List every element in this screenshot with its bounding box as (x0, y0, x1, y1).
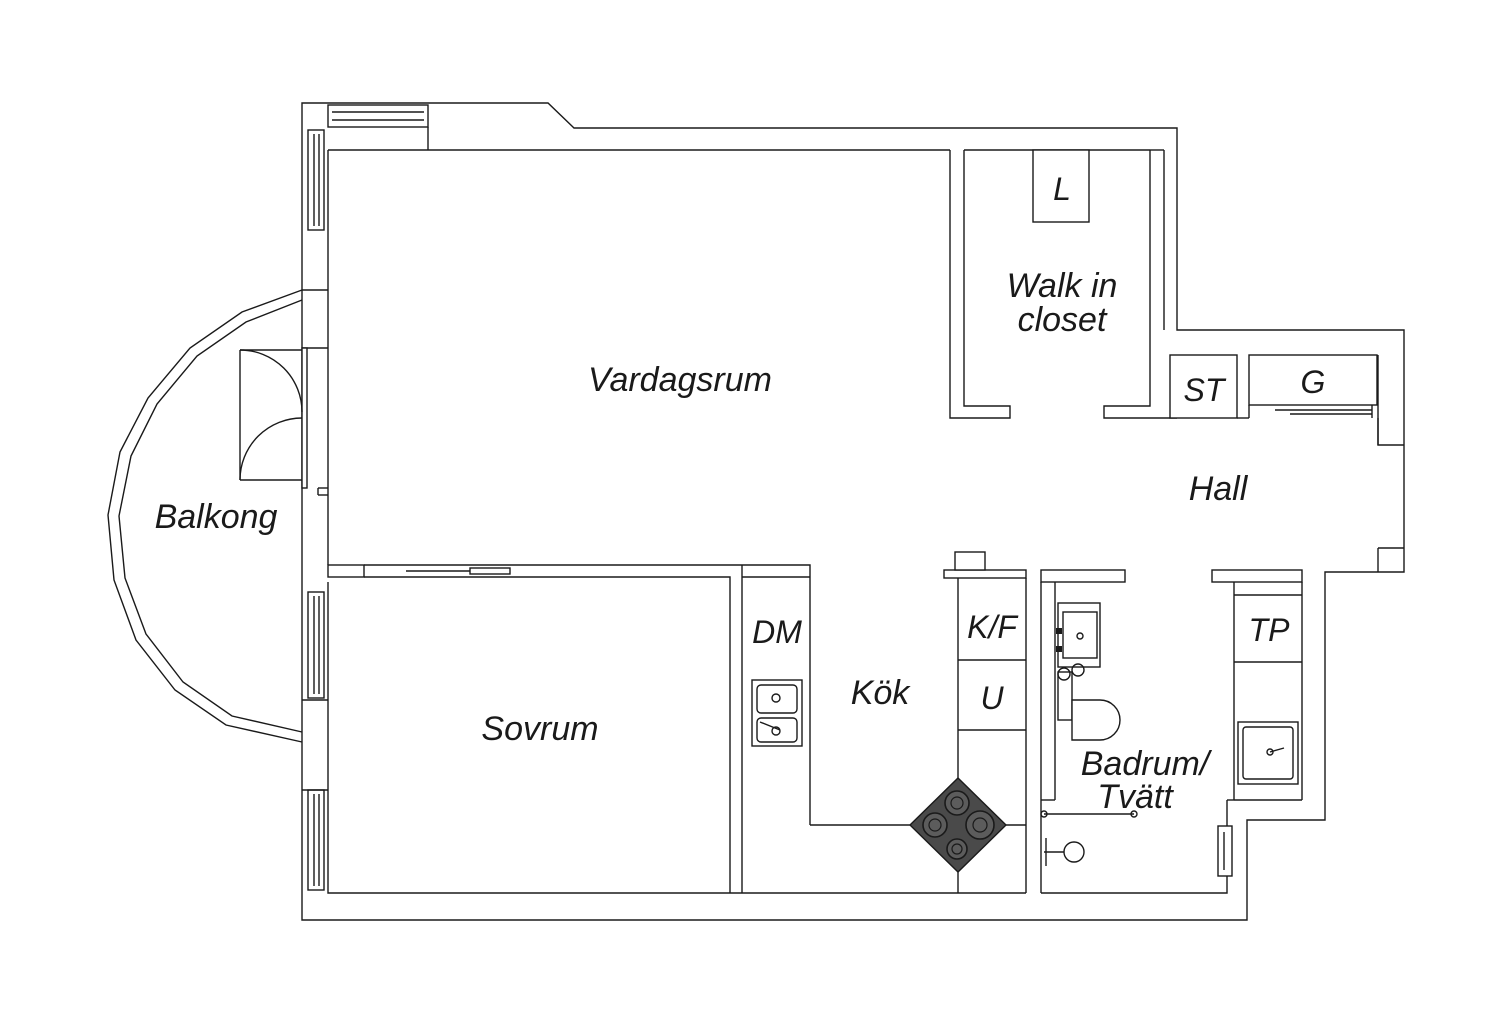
fixture-labels: L ST G DM K/F U TP (752, 171, 1325, 716)
fixtures (751, 602, 1299, 873)
fixture-label-u: U (980, 680, 1004, 716)
fixture-label-g: G (1301, 364, 1326, 400)
room-label-sovrum: Sovrum (481, 710, 598, 748)
room-labels: Vardagsrum Walk in closet Balkong Sovrum… (155, 267, 1249, 816)
fixture-label-kf: K/F (967, 609, 1019, 645)
room-label-walk-in-line1: Walk in (1007, 267, 1118, 305)
room-label-kok: Kök (851, 674, 912, 712)
interior-walls (364, 149, 1379, 893)
balcony (107, 289, 303, 743)
toilet-icon (1057, 663, 1121, 741)
kitchen-sink-icon (751, 679, 803, 747)
outer-walls (239, 102, 1405, 921)
shower-icon (1040, 810, 1138, 866)
fixture-label-l: L (1053, 171, 1071, 207)
fixture-label-dm: DM (752, 614, 802, 650)
fixture-label-tp: TP (1249, 612, 1291, 648)
room-label-vardagsrum: Vardagsrum (588, 361, 772, 399)
stove-icon (908, 777, 1008, 873)
room-label-badrum-line1: Badrum/ (1081, 745, 1213, 783)
laundry-sink-icon (1237, 721, 1299, 785)
room-label-badrum-line2: Tvätt (1097, 778, 1174, 816)
room-label-balkong: Balkong (155, 498, 278, 536)
fixture-label-st: ST (1184, 372, 1227, 408)
room-label-hall: Hall (1189, 470, 1249, 508)
bathroom-sink-icon (1056, 602, 1101, 668)
room-label-walk-in-line2: closet (1018, 301, 1108, 339)
